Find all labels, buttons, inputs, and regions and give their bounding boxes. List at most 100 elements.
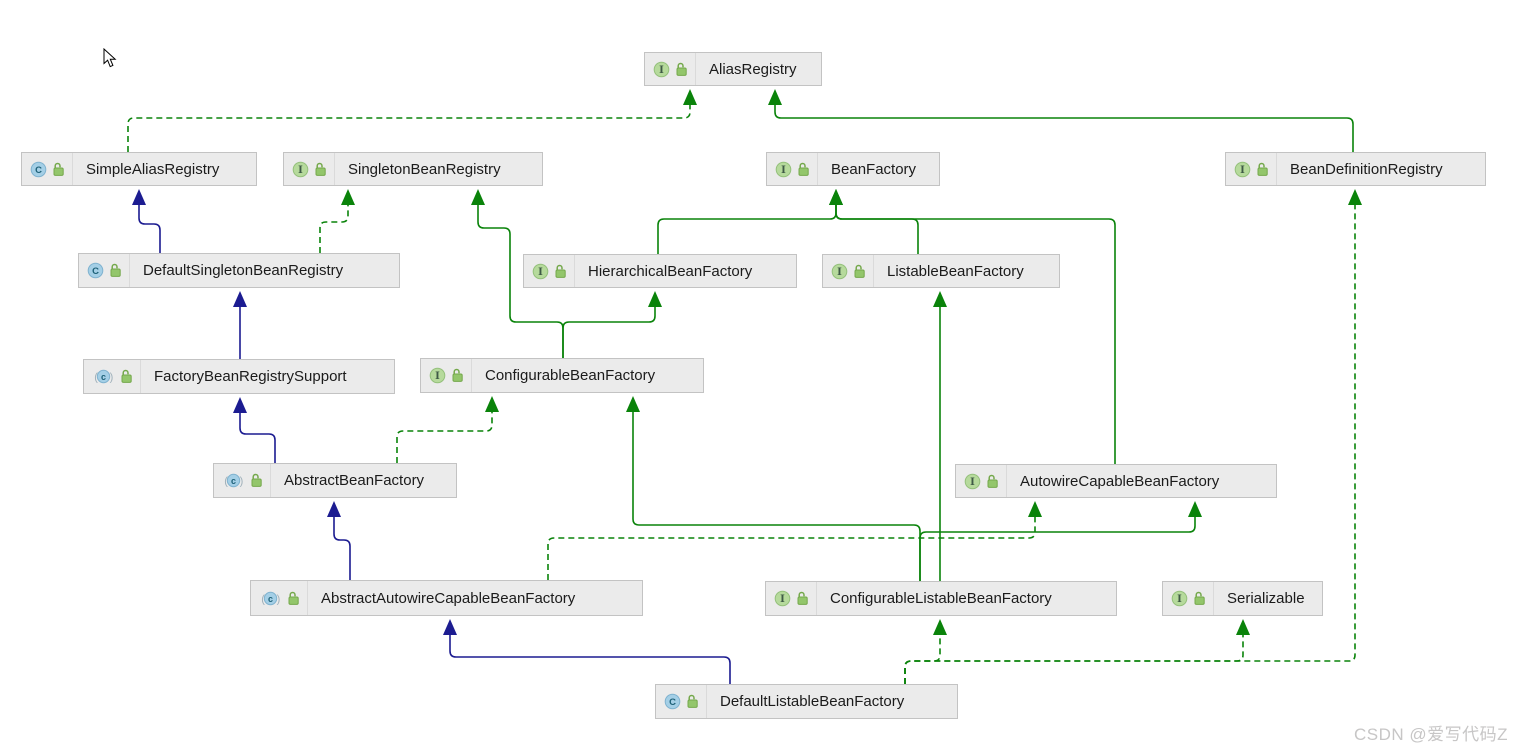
class-node-SingletonBeanRegistry[interactable]: I SingletonBeanRegistry bbox=[283, 152, 543, 186]
abstract-class-icon: (c) bbox=[261, 591, 281, 605]
interface-icon: I bbox=[429, 367, 446, 384]
svg-text:C: C bbox=[35, 165, 42, 176]
lock-icon bbox=[121, 369, 132, 383]
lock-icon bbox=[797, 591, 808, 605]
node-label: ConfigurableListableBeanFactory bbox=[830, 590, 1052, 607]
arrowhead-extends-SimpleAliasRegistry bbox=[132, 189, 146, 205]
arrowhead-extends-AutowireCapableBeanFactory bbox=[1188, 501, 1202, 517]
lock-icon bbox=[687, 694, 698, 708]
node-label: SingletonBeanRegistry bbox=[348, 160, 501, 178]
lock-icon bbox=[676, 62, 687, 76]
svg-text:I: I bbox=[1177, 594, 1182, 605]
node-icon-group: I bbox=[766, 582, 817, 615]
class-node-BeanDefinitionRegistry[interactable]: I BeanDefinitionRegistry bbox=[1225, 152, 1486, 186]
lock-icon bbox=[315, 162, 326, 176]
edge-ConfigurableBeanFactory-HierarchicalBeanFactory bbox=[562, 295, 656, 358]
abstract-class-icon: (c) bbox=[224, 473, 244, 488]
node-icon-group: (c) bbox=[84, 360, 141, 393]
svg-text:I: I bbox=[435, 371, 440, 382]
svg-text:I: I bbox=[970, 477, 975, 488]
edge-ConfigurableListableBeanFactory-ConfigurableBeanFactory bbox=[632, 400, 921, 581]
svg-text:c: c bbox=[101, 372, 106, 382]
lock-icon bbox=[288, 591, 299, 605]
class-icon: C bbox=[87, 262, 104, 279]
arrowhead-extends-BeanFactory bbox=[829, 189, 843, 205]
arrowhead-extends-SingletonBeanRegistry bbox=[471, 189, 485, 205]
arrowhead-extends-FactoryBeanRegistrySupport bbox=[233, 397, 247, 413]
svg-text:I: I bbox=[538, 267, 543, 278]
class-node-SimpleAliasRegistry[interactable]: C SimpleAliasRegistry bbox=[21, 152, 257, 186]
interface-icon: I bbox=[775, 161, 792, 177]
edge-DefaultListableBeanFactory-AbstractAutowireCapableBeanFactory bbox=[449, 623, 731, 684]
interface-icon: I bbox=[964, 473, 981, 489]
node-icon-group: I bbox=[524, 255, 575, 287]
edge-AbstractAutowireCapableBeanFactory-AutowireCapableBeanFactory bbox=[547, 505, 1036, 580]
arrowhead-extends-AliasRegistry bbox=[768, 89, 782, 105]
arrowhead-extends-DefaultSingletonBeanRegistry bbox=[233, 291, 247, 307]
class-node-DefaultSingletonBeanRegistry[interactable]: C DefaultSingletonBeanRegistry bbox=[78, 253, 400, 288]
svg-text:C: C bbox=[92, 266, 99, 277]
lock-icon bbox=[555, 264, 566, 278]
abstract-class-icon: (c) bbox=[94, 369, 113, 384]
svg-text:I: I bbox=[298, 165, 303, 176]
lock-icon bbox=[854, 264, 865, 278]
arrowhead-implements-Serializable bbox=[1236, 619, 1250, 635]
lock-icon bbox=[798, 162, 809, 176]
node-icon-group: C bbox=[79, 254, 130, 287]
node-icon-group: I bbox=[823, 255, 874, 287]
node-label: Serializable bbox=[1227, 590, 1305, 607]
lock-icon bbox=[251, 473, 262, 487]
edge-SimpleAliasRegistry-AliasRegistry bbox=[127, 93, 691, 152]
class-node-AbstractBeanFactory[interactable]: (c)AbstractBeanFactory bbox=[213, 463, 457, 498]
class-node-Serializable[interactable]: I Serializable bbox=[1162, 581, 1323, 616]
interface-icon: I bbox=[1234, 161, 1251, 177]
node-label: ListableBeanFactory bbox=[887, 262, 1024, 280]
node-icon-group: I bbox=[1163, 582, 1214, 615]
node-label: DefaultSingletonBeanRegistry bbox=[143, 262, 344, 279]
edge-AbstractAutowireCapableBeanFactory-AbstractBeanFactory bbox=[333, 505, 351, 580]
svg-text:I: I bbox=[837, 267, 842, 278]
node-label: SimpleAliasRegistry bbox=[86, 160, 220, 178]
svg-text:(: ( bbox=[94, 372, 98, 384]
edge-HierarchicalBeanFactory-BeanFactory bbox=[657, 193, 837, 254]
edge-ConfigurableBeanFactory-SingletonBeanRegistry bbox=[477, 193, 564, 358]
class-node-ListableBeanFactory[interactable]: I ListableBeanFactory bbox=[822, 254, 1060, 288]
node-icon-group: (c) bbox=[251, 581, 308, 615]
interface-icon: I bbox=[1171, 590, 1188, 607]
interface-icon: I bbox=[292, 161, 309, 177]
edge-AbstractBeanFactory-ConfigurableBeanFactory bbox=[396, 400, 493, 463]
svg-text:C: C bbox=[669, 697, 676, 708]
node-icon-group: I bbox=[956, 465, 1007, 497]
class-node-AbstractAutowireCapableBeanFactory[interactable]: (c)AbstractAutowireCapableBeanFactory bbox=[250, 580, 643, 616]
class-node-FactoryBeanRegistrySupport[interactable]: (c) FactoryBeanRegistrySupport bbox=[83, 359, 395, 394]
lock-icon bbox=[1257, 162, 1268, 176]
svg-text:I: I bbox=[1240, 165, 1245, 176]
node-icon-group: I bbox=[1226, 153, 1277, 185]
edge-ListableBeanFactory-BeanFactory bbox=[835, 193, 919, 254]
lock-icon bbox=[1194, 591, 1205, 605]
node-icon-group: I bbox=[767, 153, 818, 185]
node-label: FactoryBeanRegistrySupport bbox=[154, 368, 347, 385]
svg-text:): ) bbox=[240, 476, 244, 488]
arrowhead-extends-ConfigurableBeanFactory bbox=[626, 396, 640, 412]
arrowhead-implements-BeanDefinitionRegistry bbox=[1348, 189, 1362, 205]
edge-AbstractBeanFactory-FactoryBeanRegistrySupport bbox=[239, 401, 276, 463]
node-label: BeanDefinitionRegistry bbox=[1290, 160, 1443, 178]
node-icon-group: C bbox=[22, 153, 73, 185]
node-icon-group: I bbox=[421, 359, 472, 392]
interface-icon: I bbox=[653, 61, 670, 77]
lock-icon bbox=[987, 474, 998, 488]
csdn-watermark: CSDN @爱写代码Z bbox=[1353, 725, 1508, 744]
class-node-ConfigurableListableBeanFactory[interactable]: I ConfigurableListableBeanFactory bbox=[765, 581, 1117, 616]
lock-icon bbox=[110, 263, 121, 277]
svg-text:): ) bbox=[277, 593, 281, 605]
edge-DefaultSingletonBeanRegistry-SingletonBeanRegistry bbox=[319, 193, 349, 253]
edge-DefaultListableBeanFactory-BeanDefinitionRegistry bbox=[904, 193, 1356, 684]
